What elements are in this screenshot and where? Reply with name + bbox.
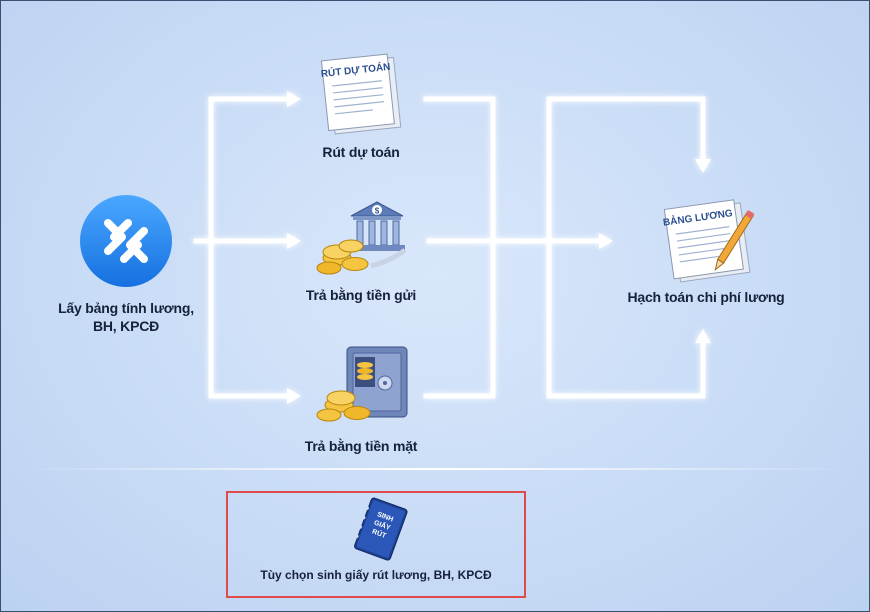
bank-coins-icon: $: [316, 201, 407, 275]
section-divider: [21, 468, 849, 470]
safe-coins-icon: [316, 346, 408, 422]
withdraw-option-button[interactable]: SINH GIẤY RÚT Tùy chọn sinh giấy rút lươ…: [226, 491, 526, 598]
bank-pay-label: Trả bằng tiền gửi: [305, 287, 417, 303]
budget-document-icon: RÚT DỰ TOÁN: [320, 53, 402, 135]
salary-sheet-label-line2: BH, KPCĐ: [92, 318, 160, 334]
cash-pay-node[interactable]: Trả bằng tiền mặt: [291, 343, 431, 455]
salary-sheet-node[interactable]: Lấy bảng tính lương, BH, KPCĐ: [41, 193, 211, 335]
budget-withdraw-label: Rút dự toán: [322, 144, 400, 160]
budget-withdraw-node[interactable]: RÚT DỰ TOÁN Rút dự toán: [301, 53, 421, 161]
payroll-cost-label: Hạch toán chi phí lương: [627, 289, 785, 305]
salary-sheet-label-line1: Lấy bảng tính lương,: [58, 300, 194, 316]
blue-book-icon: SINH GIẤY RÚT: [354, 497, 408, 561]
withdraw-option-label: Tùy chọn sinh giấy rút lương, BH, KPCĐ: [260, 568, 492, 582]
cash-pay-label: Trả bằng tiền mặt: [304, 438, 418, 454]
payroll-document-icon: BẢNG LƯƠNG: [662, 199, 755, 283]
payroll-cost-node[interactable]: BẢNG LƯƠNG Hạch toán chi phí lương: [621, 196, 791, 306]
svg-text:$: $: [375, 207, 380, 216]
app-logo-icon: [80, 195, 172, 287]
bank-pay-node[interactable]: $ Trả bằng tiền gửi: [291, 196, 431, 304]
